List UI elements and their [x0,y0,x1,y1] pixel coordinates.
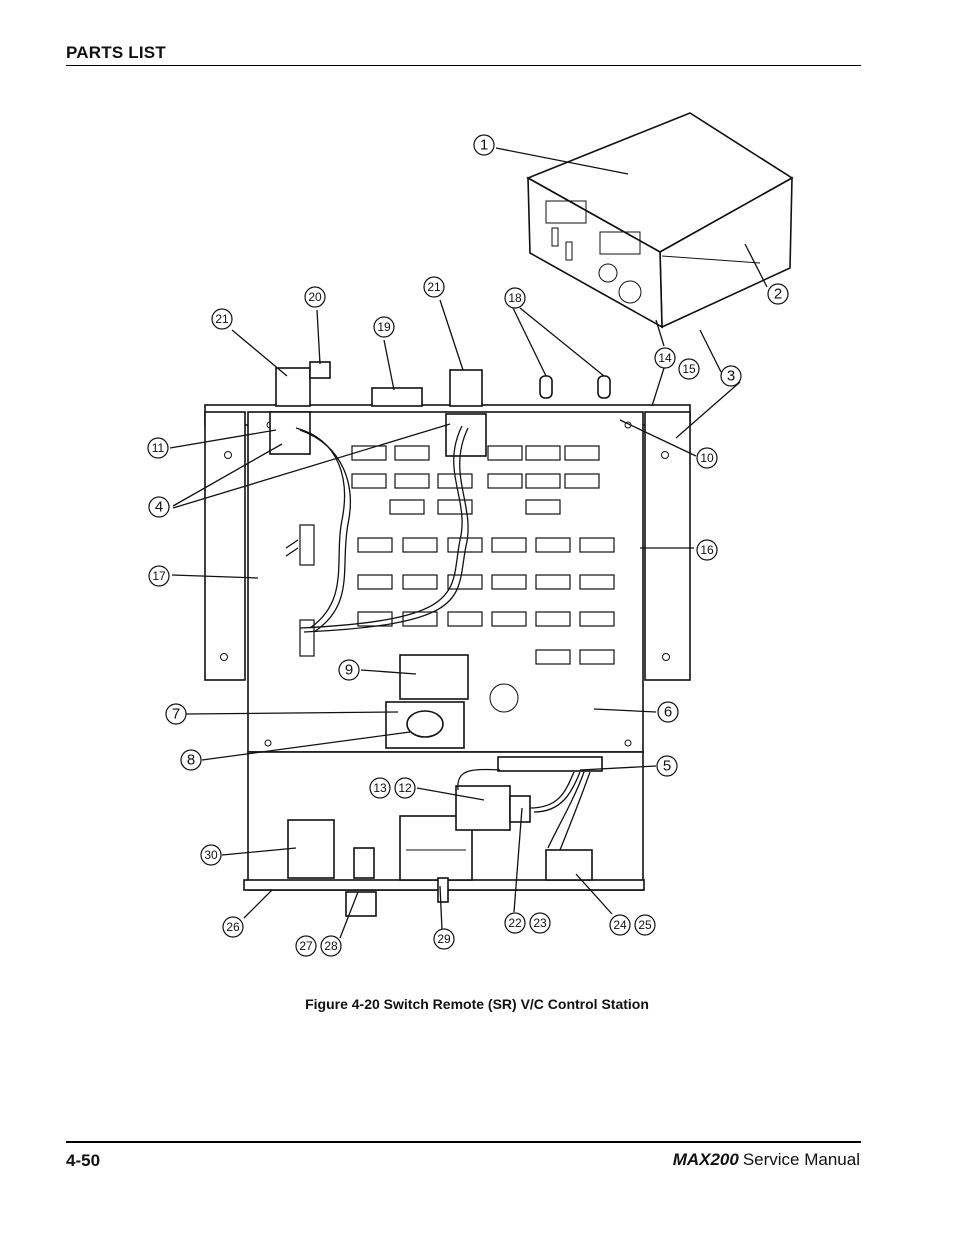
svg-text:25: 25 [638,918,652,932]
footer-rule [66,1141,861,1143]
svg-text:8: 8 [187,752,195,769]
callout-labels: 1 2 3 4 5 6 7 8 9 10 11 12 13 14 15 16 1… [147,134,789,957]
header-rule [66,65,861,66]
callout-16: 16 [696,539,718,561]
lower-parts [287,756,603,917]
svg-text:20: 20 [308,290,322,304]
svg-text:22: 22 [508,916,522,930]
svg-text:5: 5 [663,758,671,775]
svg-text:11: 11 [152,441,165,455]
callout-6: 6 [657,701,679,723]
svg-text:4: 4 [155,499,163,516]
section-header: PARTS LIST [66,43,166,62]
callout-24: 24 [609,914,631,936]
callout-29: 29 [433,928,455,950]
callout-17: 17 [148,565,170,587]
svg-text:15: 15 [682,362,696,376]
callout-28: 28 [320,935,342,957]
svg-text:9: 9 [345,662,353,679]
callout-11: 11 [147,437,169,459]
callout-26: 26 [222,916,244,938]
wire-harness [285,425,469,633]
svg-text:7: 7 [172,706,180,723]
circuit-board-chips [299,445,615,665]
callout-21b: 21 [423,276,445,298]
callout-10: 10 [696,447,718,469]
callout-9: 9 [338,659,360,681]
svg-text:28: 28 [324,939,338,953]
manual-name: Service Manual [742,1150,860,1169]
svg-text:21: 21 [427,280,441,294]
callout-15: 15 [678,358,700,380]
svg-text:30: 30 [204,848,218,862]
svg-text:19: 19 [377,320,391,334]
svg-text:14: 14 [658,351,672,365]
callout-4: 4 [148,496,170,518]
callout-20: 20 [304,286,326,308]
svg-text:3: 3 [727,368,735,385]
svg-text:10: 10 [700,451,714,465]
svg-text:23: 23 [533,916,547,930]
callout-18: 18 [504,287,526,309]
product-name: MAX200 [672,1150,739,1169]
callout-21a: 21 [211,308,233,330]
callout-25: 25 [634,914,656,936]
callout-23: 23 [529,912,551,934]
callout-14: 14 [654,347,676,369]
svg-text:1: 1 [480,137,488,154]
svg-text:21: 21 [215,312,229,326]
enclosure-assembly [526,112,794,329]
callout-2: 2 [767,283,789,305]
callout-7: 7 [165,703,187,725]
callout-22: 22 [504,912,526,934]
callout-8: 8 [180,749,202,771]
callout-12: 12 [394,777,416,799]
callout-1: 1 [473,134,495,156]
callout-3: 3 [720,365,742,387]
callout-5: 5 [656,755,678,777]
svg-text:24: 24 [613,918,627,932]
leader-lines [169,147,768,939]
svg-text:26: 26 [226,920,240,934]
callout-27: 27 [295,935,317,957]
callout-19: 19 [373,316,395,338]
svg-text:17: 17 [152,569,166,583]
svg-text:2: 2 [774,286,782,303]
figure-caption: Figure 4-20 Switch Remote (SR) V/C Contr… [305,996,649,1012]
page-number: 4-50 [66,1151,101,1170]
callout-30: 30 [200,844,222,866]
svg-text:6: 6 [664,704,672,721]
svg-text:13: 13 [373,781,387,795]
svg-text:18: 18 [508,291,522,305]
callout-13: 13 [369,777,391,799]
svg-text:12: 12 [398,781,412,795]
middle-parts [385,654,469,749]
svg-text:27: 27 [299,939,313,953]
svg-text:16: 16 [700,543,714,557]
svg-text:29: 29 [437,932,451,946]
